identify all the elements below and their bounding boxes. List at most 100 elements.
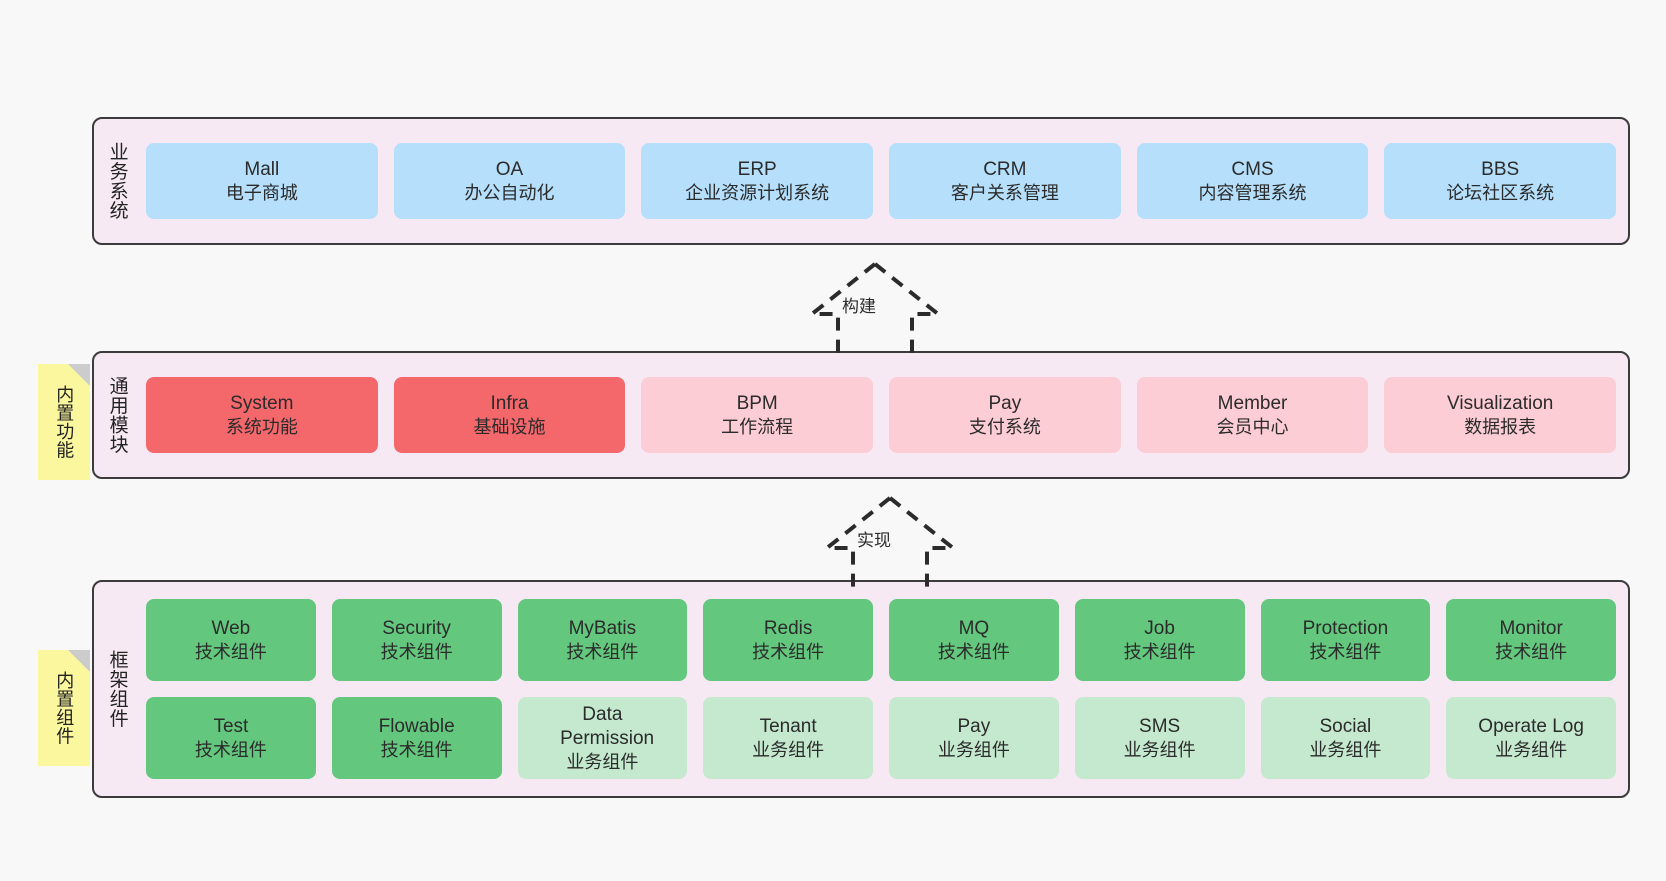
card-title: Social (1319, 715, 1372, 737)
card-row: Mall 电子商城 OA 办公自动化 ERP 企业资源计划系统 CRM 客户关系… (146, 143, 1617, 219)
card-title: Visualization (1447, 392, 1554, 414)
card-mybatis[interactable]: MyBatis 技术组件 (517, 599, 688, 681)
connector-implement: 实现 (815, 492, 965, 590)
card-row: Test 技术组件 Flowable 技术组件 Data Permission … (146, 697, 1616, 779)
card-title: OA (495, 158, 524, 180)
connector-build: 构建 (800, 258, 950, 356)
note-builtin-component-label: 内置组件 (54, 671, 75, 745)
card-subtitle: 工作流程 (721, 416, 794, 437)
layer-framework-component-title: 框架组件 (106, 650, 128, 728)
card-title: Infra (490, 392, 529, 414)
card-bbs[interactable]: BBS 论坛社区系统 (1384, 143, 1617, 219)
card-title: Monitor (1499, 617, 1563, 639)
card-title: Operate Log (1478, 715, 1584, 737)
layer-business-system-title: 业务系统 (106, 142, 128, 220)
note-builtin-function: 内置功能 (38, 364, 90, 480)
card-subtitle: 技术组件 (380, 641, 453, 662)
card-erp[interactable]: ERP 企业资源计划系统 (641, 143, 874, 219)
card-row: Web 技术组件 Security 技术组件 MyBatis 技术组件 Redi… (146, 599, 1616, 681)
card-subtitle: 技术组件 (937, 641, 1010, 662)
card-subtitle: 业务组件 (752, 739, 825, 760)
card-visualization[interactable]: Visualization 数据报表 (1384, 377, 1617, 453)
card-web[interactable]: Web 技术组件 (146, 599, 316, 681)
card-title: ERP (737, 158, 777, 180)
card-subtitle: 支付系统 (968, 416, 1041, 437)
card-pay-module[interactable]: Pay 支付系统 (889, 377, 1121, 453)
card-subtitle: 系统功能 (225, 416, 298, 437)
connector-build-arrow (806, 262, 944, 354)
card-title: CRM (983, 158, 1027, 180)
card-subtitle: 论坛社区系统 (1446, 182, 1555, 203)
card-subtitle: 业务组件 (1309, 739, 1382, 760)
card-subtitle: 技术组件 (566, 641, 639, 662)
card-title: MyBatis (568, 617, 637, 639)
card-title: Pay (957, 715, 991, 737)
card-subtitle: 内容管理系统 (1198, 182, 1307, 203)
card-subtitle: 技术组件 (1495, 641, 1568, 662)
card-subtitle: 技术组件 (380, 739, 453, 760)
card-subtitle: 技术组件 (752, 641, 825, 662)
card-test[interactable]: Test 技术组件 (146, 697, 316, 779)
card-redis[interactable]: Redis 技术组件 (703, 599, 873, 681)
card-mall[interactable]: Mall 电子商城 (146, 143, 378, 219)
card-sms[interactable]: SMS 业务组件 (1074, 697, 1245, 779)
card-title: BPM (736, 392, 778, 414)
card-oa[interactable]: OA 办公自动化 (393, 143, 626, 219)
card-title: MQ (958, 617, 990, 639)
card-tenant[interactable]: Tenant 业务组件 (703, 697, 873, 779)
card-bpm[interactable]: BPM 工作流程 (641, 377, 874, 453)
layer-framework-component-body: Web 技术组件 Security 技术组件 MyBatis 技术组件 Redi… (140, 582, 1628, 796)
connector-implement-arrow (821, 496, 959, 588)
card-subtitle: 技术组件 (1309, 641, 1382, 662)
card-protection[interactable]: Protection 技术组件 (1260, 599, 1431, 681)
card-subtitle: 业务组件 (566, 751, 639, 772)
card-title: Data Permission (560, 704, 655, 749)
card-subtitle: 业务组件 (1123, 739, 1196, 760)
card-job[interactable]: Job 技术组件 (1074, 599, 1245, 681)
connector-implement-label: 实现 (857, 531, 891, 550)
card-subtitle: 会员中心 (1216, 416, 1289, 437)
card-title: Job (1144, 617, 1175, 639)
card-title: Flowable (378, 715, 455, 737)
card-monitor[interactable]: Monitor 技术组件 (1446, 599, 1616, 681)
card-title: Tenant (759, 715, 817, 737)
card-crm[interactable]: CRM 客户关系管理 (889, 143, 1121, 219)
card-system[interactable]: System 系统功能 (146, 377, 378, 453)
card-subtitle: 企业资源计划系统 (685, 182, 830, 203)
card-subtitle: 技术组件 (194, 641, 267, 662)
card-operate-log[interactable]: Operate Log 业务组件 (1446, 697, 1616, 779)
card-data-permission[interactable]: Data Permission 业务组件 (517, 697, 688, 779)
card-infra[interactable]: Infra 基础设施 (393, 377, 626, 453)
card-subtitle: 基础设施 (473, 416, 546, 437)
card-title: System (230, 392, 294, 414)
card-subtitle: 业务组件 (1495, 739, 1568, 760)
card-title: CMS (1231, 158, 1274, 180)
card-title: Security (382, 617, 451, 639)
layer-framework-component: 框架组件 Web 技术组件 Security 技术组件 MyBatis 技术组件… (92, 580, 1630, 798)
layer-common-module: 通用模块 System 系统功能 Infra 基础设施 BPM 工作流程 Pay… (92, 351, 1630, 479)
card-mq[interactable]: MQ 技术组件 (889, 599, 1059, 681)
note-builtin-component: 内置组件 (38, 650, 90, 766)
card-flowable[interactable]: Flowable 技术组件 (331, 697, 502, 779)
card-subtitle: 技术组件 (1123, 641, 1196, 662)
card-member[interactable]: Member 会员中心 (1136, 377, 1369, 453)
card-security[interactable]: Security 技术组件 (331, 599, 502, 681)
layer-common-module-body: System 系统功能 Infra 基础设施 BPM 工作流程 Pay 支付系统… (140, 353, 1628, 477)
layer-business-system-body: Mall 电子商城 OA 办公自动化 ERP 企业资源计划系统 CRM 客户关系… (140, 119, 1628, 243)
card-subtitle: 业务组件 (937, 739, 1010, 760)
card-title: Redis (763, 617, 813, 639)
connector-build-label: 构建 (842, 297, 876, 316)
card-pay-component[interactable]: Pay 业务组件 (889, 697, 1059, 779)
card-title: Test (213, 715, 249, 737)
card-subtitle: 客户关系管理 (950, 182, 1059, 203)
card-title: Member (1217, 392, 1288, 414)
card-title: SMS (1139, 715, 1181, 737)
card-cms[interactable]: CMS 内容管理系统 (1136, 143, 1369, 219)
layer-common-module-title: 通用模块 (106, 376, 128, 454)
card-subtitle: 数据报表 (1464, 416, 1537, 437)
card-subtitle: 办公自动化 (464, 182, 555, 203)
card-title: Pay (988, 392, 1022, 414)
card-social[interactable]: Social 业务组件 (1260, 697, 1431, 779)
note-builtin-function-label: 内置功能 (54, 385, 75, 459)
card-title: Web (211, 617, 251, 639)
